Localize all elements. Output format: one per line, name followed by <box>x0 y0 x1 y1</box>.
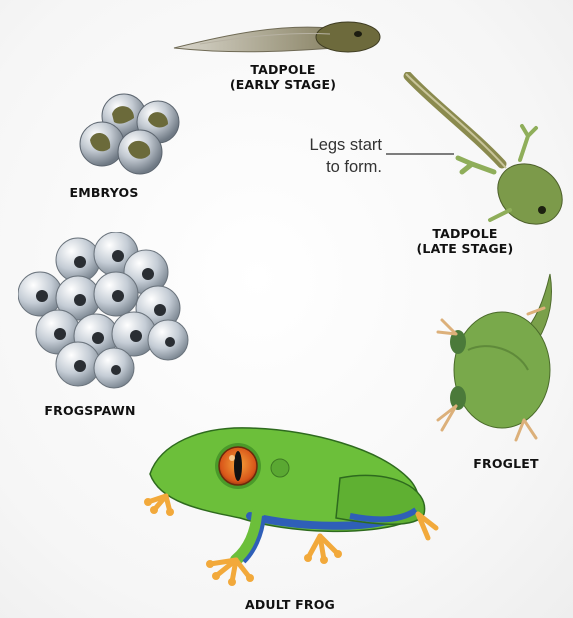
adult-frog-label: ADULT FROG <box>220 597 360 612</box>
annotation-leader-line <box>386 150 456 160</box>
embryos-label: EMBRYOS <box>54 185 154 200</box>
adult-frog-illustration <box>140 418 440 588</box>
legs-annotation: Legs start to form. <box>272 134 382 178</box>
froglet-illustration <box>428 270 568 445</box>
tadpole-early-illustration <box>170 14 385 62</box>
frogspawn-illustration <box>18 232 190 392</box>
froglet-label: FROGLET <box>456 456 556 471</box>
frogspawn-label: FROGSPAWN <box>30 403 150 418</box>
embryos-illustration <box>76 92 186 182</box>
tadpole-early-label: TADPOLE (EARLY STAGE) <box>218 62 348 92</box>
tadpole-late-label: TADPOLE (LATE STAGE) <box>400 226 530 256</box>
